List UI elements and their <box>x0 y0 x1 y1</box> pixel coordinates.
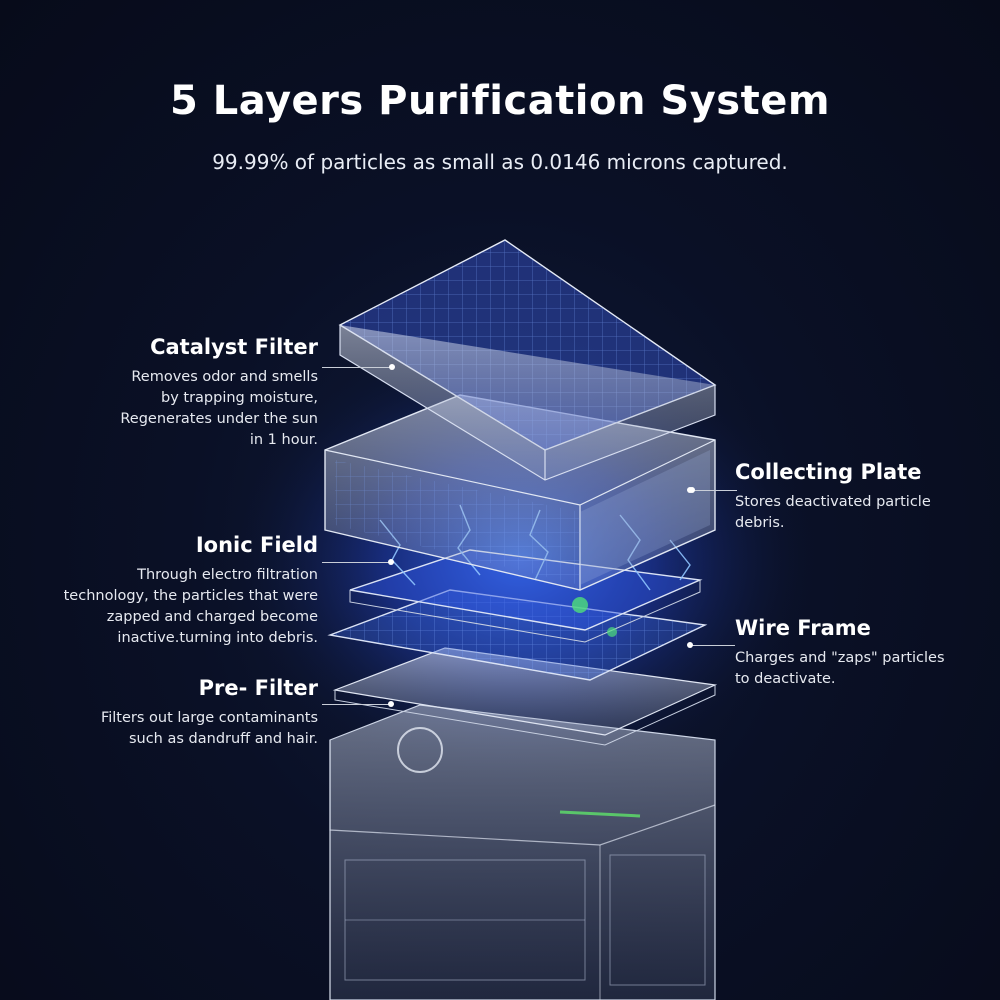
collecting-plate-callout: Collecting Plate Stores deactivated part… <box>735 460 931 534</box>
page-subtitle: 99.99% of particles as small as 0.0146 m… <box>212 150 788 174</box>
wire-frame-description: Charges and "zaps" particles to deactiva… <box>735 650 945 687</box>
wire-frame-dot <box>687 642 693 648</box>
catalyst-filter-callout: Catalyst Filter Removes odor and smells … <box>120 335 318 451</box>
ionic-field-callout: Ionic Field Through electro filtration t… <box>64 533 318 649</box>
ionic-field-dot <box>388 559 394 565</box>
page-title: 5 Layers Purification System <box>169 78 831 124</box>
collecting-plate-heading: Collecting Plate <box>735 460 922 484</box>
catalyst-filter-heading: Catalyst Filter <box>150 335 318 359</box>
collecting-plate-description: Stores deactivated particle debris. <box>735 494 931 531</box>
pre-filter-layer <box>332 647 718 746</box>
pre-filter-callout: Pre- Filter Filters out large contaminan… <box>101 676 318 750</box>
catalyst-filter-leader <box>322 367 392 368</box>
ionic-field-description: Through electro filtration technology, t… <box>63 567 318 646</box>
pre-filter-dot <box>388 701 394 707</box>
wire-frame-callout: Wire Frame Charges and "zaps" particles … <box>735 616 945 690</box>
ionic-field-leader <box>322 562 390 563</box>
pre-filter-leader <box>322 704 390 705</box>
collecting-plate-leader <box>692 490 737 491</box>
pre-filter-description: Filters out large contaminants such as d… <box>100 710 318 747</box>
wire-frame-heading: Wire Frame <box>735 616 871 640</box>
catalyst-filter-description: Removes odor and smells by trapping mois… <box>120 369 318 448</box>
collecting-plate-dot <box>689 487 695 493</box>
catalyst-filter-dot <box>389 364 395 370</box>
wire-frame-layer <box>327 589 708 681</box>
ionic-field-heading: Ionic Field <box>195 533 318 557</box>
catalyst-filter-layer <box>338 239 717 481</box>
wire-frame-leader <box>690 645 735 646</box>
pre-filter-heading: Pre- Filter <box>198 676 318 700</box>
base-housing <box>329 704 716 1000</box>
